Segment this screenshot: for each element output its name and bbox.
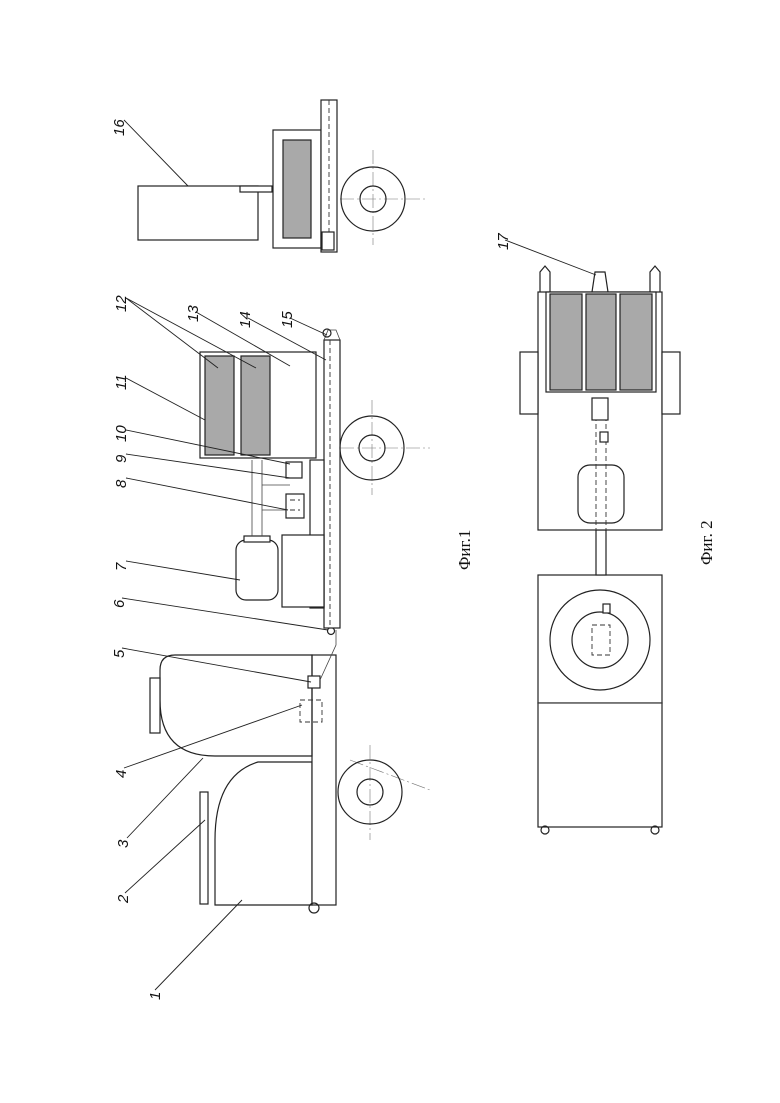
label-3: 3 bbox=[115, 839, 132, 848]
trailer-top-socket bbox=[600, 432, 608, 442]
label-4: 4 bbox=[113, 770, 130, 778]
tractor-base-frame bbox=[312, 655, 336, 905]
container-vent bbox=[150, 678, 160, 733]
generator-cap bbox=[244, 536, 270, 542]
leader-16 bbox=[124, 120, 188, 186]
caption-fig2: Фиг. 2 bbox=[697, 520, 716, 565]
trailer-top-unit bbox=[592, 398, 608, 420]
tractor-top-body bbox=[538, 575, 662, 703]
raised-solar-panel bbox=[283, 140, 311, 238]
label-9: 9 bbox=[113, 454, 130, 463]
trailer-drawbar-14 bbox=[324, 340, 340, 628]
leader-2 bbox=[125, 820, 205, 893]
label-12: 12 bbox=[113, 295, 130, 312]
tow-coupler-17 bbox=[592, 272, 608, 292]
label-17: 17 bbox=[495, 233, 512, 250]
label-5: 5 bbox=[111, 649, 128, 658]
label-6: 6 bbox=[111, 599, 128, 608]
detached-connector bbox=[322, 232, 334, 250]
cargo-container bbox=[160, 655, 312, 756]
caption-fig1: Фиг.1 bbox=[455, 530, 474, 570]
generator-7 bbox=[236, 540, 278, 600]
trailer-top-generator bbox=[578, 465, 624, 523]
label-8: 8 bbox=[113, 479, 130, 488]
stand-bracket bbox=[240, 186, 272, 192]
solar-panel-12-a bbox=[205, 356, 234, 455]
tractor-top-cab bbox=[538, 703, 662, 827]
label-16: 16 bbox=[111, 119, 128, 136]
trailer-frame-rear bbox=[282, 535, 324, 607]
fig2-top-view: 17 Фиг. 2 bbox=[495, 233, 716, 834]
wheel-centerline bbox=[350, 760, 430, 790]
top-solar-panel-c bbox=[620, 294, 652, 390]
leader-5 bbox=[122, 648, 311, 682]
label-10: 10 bbox=[113, 425, 130, 442]
top-drawbar bbox=[596, 530, 606, 575]
label-1: 1 bbox=[147, 992, 164, 1000]
trailer-top-fender-left bbox=[520, 352, 538, 414]
solar-panel-12-b bbox=[241, 356, 270, 455]
unit-10 bbox=[286, 462, 302, 478]
unit-8 bbox=[286, 494, 304, 518]
trailer-top-fender-right bbox=[662, 352, 680, 414]
tow-arm-right bbox=[650, 266, 660, 292]
top-solar-panel-b bbox=[586, 294, 616, 390]
label-2: 2 bbox=[115, 894, 132, 904]
leader-1 bbox=[155, 900, 242, 990]
label-15: 15 bbox=[279, 311, 296, 328]
panel-stand-16 bbox=[138, 186, 258, 240]
fig1-side-view: 1 2 3 4 5 6 7 8 9 10 11 12 13 14 15 16 Ф… bbox=[111, 100, 474, 1000]
cab-roof bbox=[200, 792, 208, 904]
leader-7 bbox=[126, 561, 240, 580]
label-14: 14 bbox=[237, 311, 254, 328]
tractor-cab bbox=[215, 762, 312, 905]
leader-8 bbox=[126, 478, 288, 510]
label-13: 13 bbox=[185, 305, 202, 322]
label-11: 11 bbox=[113, 374, 130, 390]
top-solar-panel-a bbox=[550, 294, 582, 390]
turntable-socket bbox=[603, 604, 610, 613]
leader-3 bbox=[127, 758, 203, 838]
leader-11 bbox=[126, 378, 205, 420]
label-7: 7 bbox=[113, 562, 130, 571]
leader-17 bbox=[505, 240, 596, 275]
leader-12a bbox=[126, 298, 218, 368]
tow-arm-left bbox=[540, 266, 550, 292]
